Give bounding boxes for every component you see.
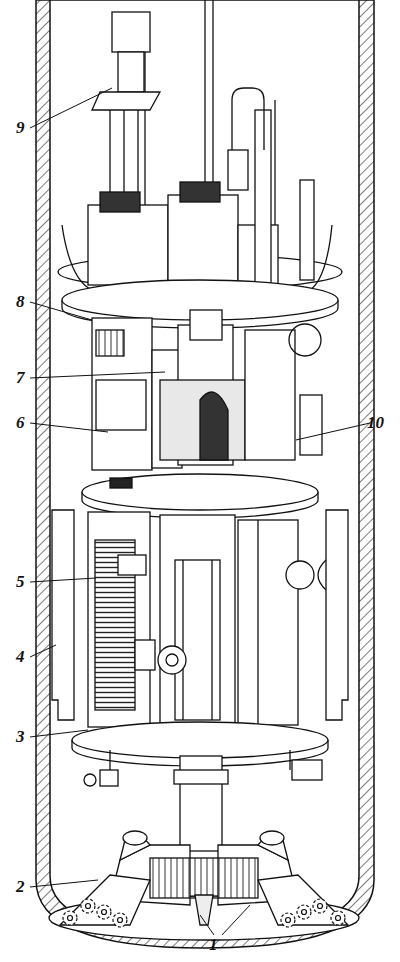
cutter-hub [302,910,307,915]
callout-number: 6 [16,414,25,431]
cutter-wheel [81,899,95,913]
cutter-wheel [331,911,345,925]
callout-number: 7 [16,369,25,386]
cutter-wheel [63,911,77,925]
cutter-hub [286,918,291,923]
callout-number: 1 [209,936,218,953]
callout-number: 9 [16,119,25,136]
cutter-hub [102,910,107,915]
cutter-hub [336,916,341,921]
cutter-wheel [313,899,327,913]
cutter-wheel [97,905,111,919]
cutter-hub [86,904,91,909]
cutter-hub [118,918,123,923]
callout-number: 10 [367,414,384,431]
callout-number: 5 [16,573,25,590]
cutter-wheel [113,913,127,927]
cutter-hub [318,904,323,909]
cutter-hub [68,916,73,921]
callout-number: 2 [16,878,25,895]
leader-lines [30,88,370,935]
cutter-wheel [297,905,311,919]
callout-number: 3 [16,728,25,745]
cutter-wheel [281,913,295,927]
callout-number: 8 [16,293,25,310]
callout-number: 4 [16,648,25,665]
